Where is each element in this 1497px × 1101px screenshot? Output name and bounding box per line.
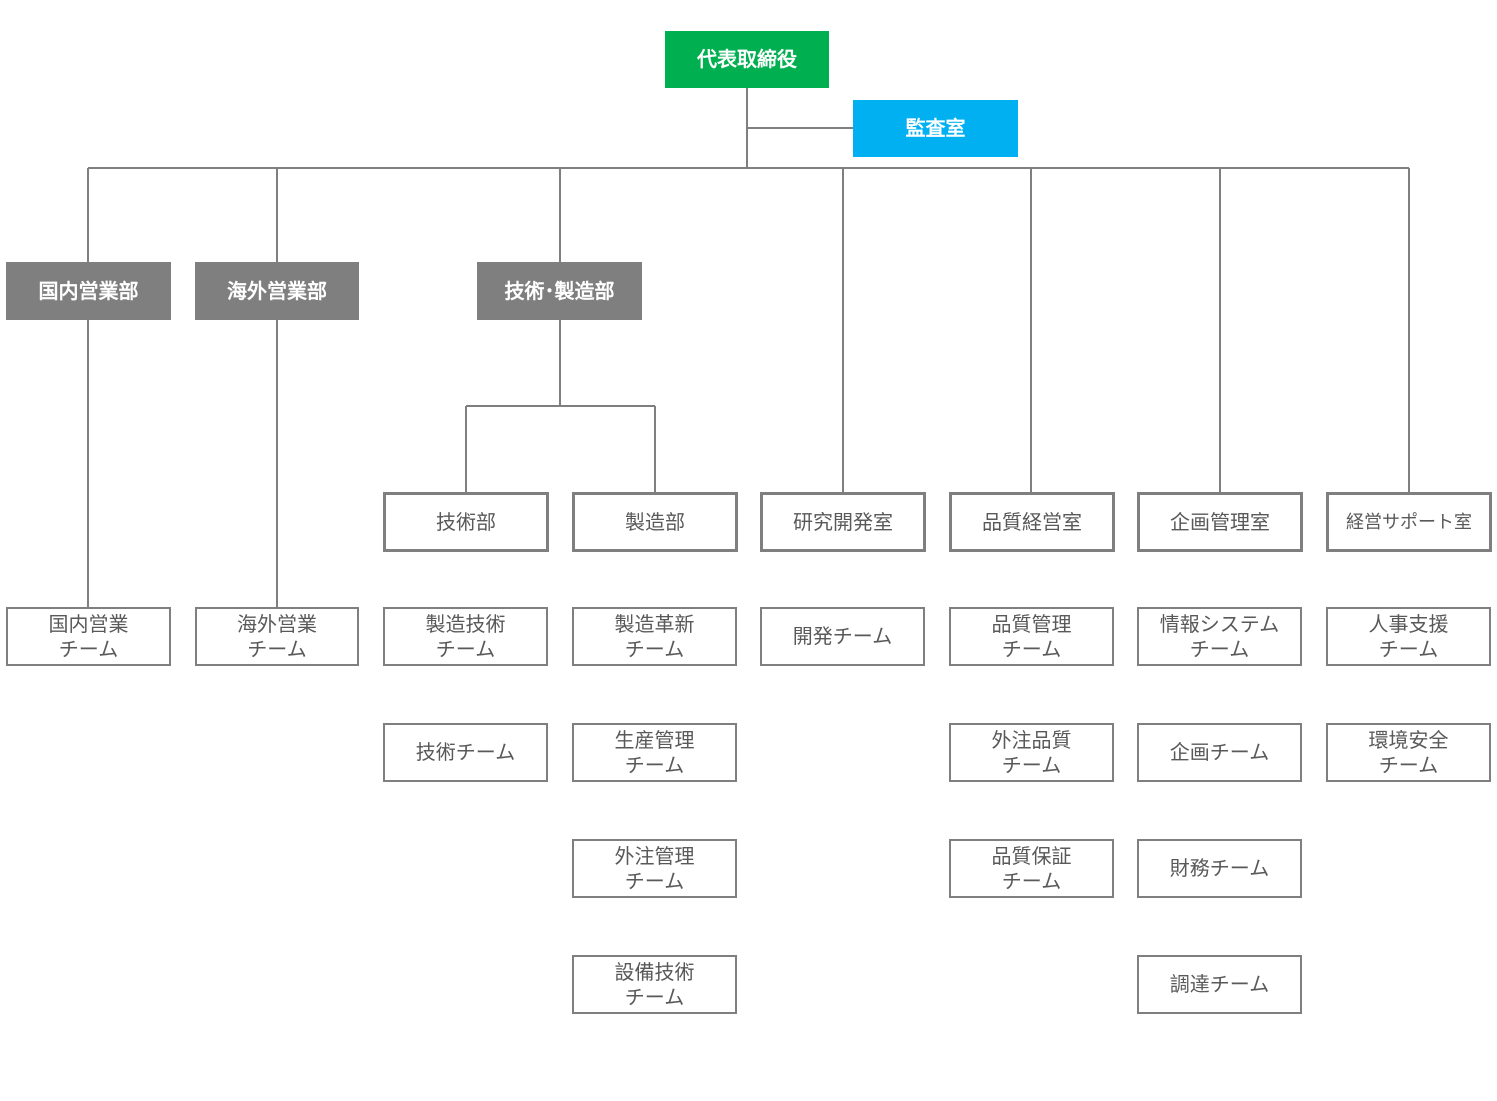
team-label-line: 設備技術 <box>614 959 695 984</box>
hr-support-team-box: 人事支援 チーム <box>1326 607 1491 666</box>
team-label-line: 製造技術 <box>425 611 506 636</box>
domestic-sales-team-box: 国内営業 チーム <box>6 607 171 666</box>
procurement-team-box: 調達チーム <box>1137 955 1302 1014</box>
overseas-sales-team-box: 海外営業 チーム <box>195 607 359 666</box>
production-mgmt-team-box: 生産管理 チーム <box>572 723 737 782</box>
team-label-line: チーム <box>1001 752 1062 777</box>
domestic-sales-division-label: 国内営業部 <box>38 278 139 303</box>
team-label-line: チーム <box>1001 636 1062 661</box>
team-label-line: チーム <box>624 636 685 661</box>
rnd-room-label: 研究開発室 <box>793 509 893 534</box>
team-label-line: 開発チーム <box>792 624 893 648</box>
team-label-line: 技術チーム <box>415 740 516 764</box>
info-systems-team-box: 情報システム チーム <box>1137 607 1302 666</box>
mfg-innovation-team-box: 製造革新 チーム <box>572 607 737 666</box>
team-label-line: 海外営業 <box>237 611 317 636</box>
tech-team-box: 技術チーム <box>383 723 548 782</box>
support-room-box: 経営サポート室 <box>1326 492 1492 552</box>
team-label-line: 国内営業 <box>48 611 129 636</box>
tech-dept-box: 技術部 <box>383 492 549 552</box>
quality-room-label: 品質経営室 <box>982 509 1082 534</box>
team-label-line: 外注管理 <box>614 843 695 868</box>
finance-team-box: 財務チーム <box>1137 839 1302 898</box>
planning-team-box: 企画チーム <box>1137 723 1302 782</box>
mfg-dept-label: 製造部 <box>625 509 685 534</box>
team-label-line: チーム <box>1378 636 1439 661</box>
rnd-room-box: 研究開発室 <box>760 492 926 552</box>
quality-mgmt-team-box: 品質管理 チーム <box>949 607 1114 666</box>
overseas-sales-division-label: 海外営業部 <box>227 278 327 303</box>
planning-room-box: 企画管理室 <box>1137 492 1303 552</box>
team-label-line: 情報システム <box>1159 611 1280 636</box>
team-label-line: 調達チーム <box>1169 972 1270 996</box>
team-label-line: 製造革新 <box>614 611 695 636</box>
team-label-line: 品質保証 <box>991 843 1072 868</box>
team-label-line: チーム <box>1189 636 1250 661</box>
environment-safety-team-box: 環境安全 チーム <box>1326 723 1491 782</box>
development-team-box: 開発チーム <box>760 607 925 666</box>
team-label-line: チーム <box>624 868 685 893</box>
overseas-sales-division-box: 海外営業部 <box>195 262 359 320</box>
tech-mfg-division-label: 技術･製造部 <box>504 278 615 303</box>
team-label-line: 人事支援 <box>1368 611 1449 636</box>
ceo-label: 代表取締役 <box>697 47 797 71</box>
support-room-label: 経営サポート室 <box>1346 511 1472 533</box>
team-label-line: チーム <box>1001 868 1062 893</box>
tech-dept-label: 技術部 <box>436 509 496 534</box>
team-label-line: チーム <box>1378 752 1439 777</box>
quality-assurance-team-box: 品質保証 チーム <box>949 839 1114 898</box>
outsourced-quality-team-box: 外注品質 チーム <box>949 723 1114 782</box>
team-label-line: 生産管理 <box>614 727 695 752</box>
team-label-line: チーム <box>247 636 307 661</box>
team-label-line: チーム <box>58 636 119 661</box>
equipment-tech-team-box: 設備技術 チーム <box>572 955 737 1014</box>
team-label-line: 環境安全 <box>1368 727 1449 752</box>
mfg-dept-box: 製造部 <box>572 492 738 552</box>
team-label-line: チーム <box>624 984 685 1009</box>
ceo-box: 代表取締役 <box>665 31 829 88</box>
audit-office-box: 監査室 <box>853 100 1018 157</box>
team-label-line: 品質管理 <box>991 611 1072 636</box>
tech-mfg-division-box: 技術･製造部 <box>477 262 642 320</box>
team-label-line: チーム <box>435 636 496 661</box>
team-label-line: 外注品質 <box>991 727 1072 752</box>
domestic-sales-division-box: 国内営業部 <box>6 262 171 320</box>
audit-office-label: 監査室 <box>905 116 966 140</box>
team-label-line: 企画チーム <box>1169 740 1270 764</box>
mfg-tech-team-box: 製造技術 チーム <box>383 607 548 666</box>
outsourcing-mgmt-team-box: 外注管理 チーム <box>572 839 737 898</box>
planning-room-label: 企画管理室 <box>1170 509 1270 534</box>
quality-room-box: 品質経営室 <box>949 492 1115 552</box>
team-label-line: チーム <box>624 752 685 777</box>
team-label-line: 財務チーム <box>1169 856 1270 880</box>
